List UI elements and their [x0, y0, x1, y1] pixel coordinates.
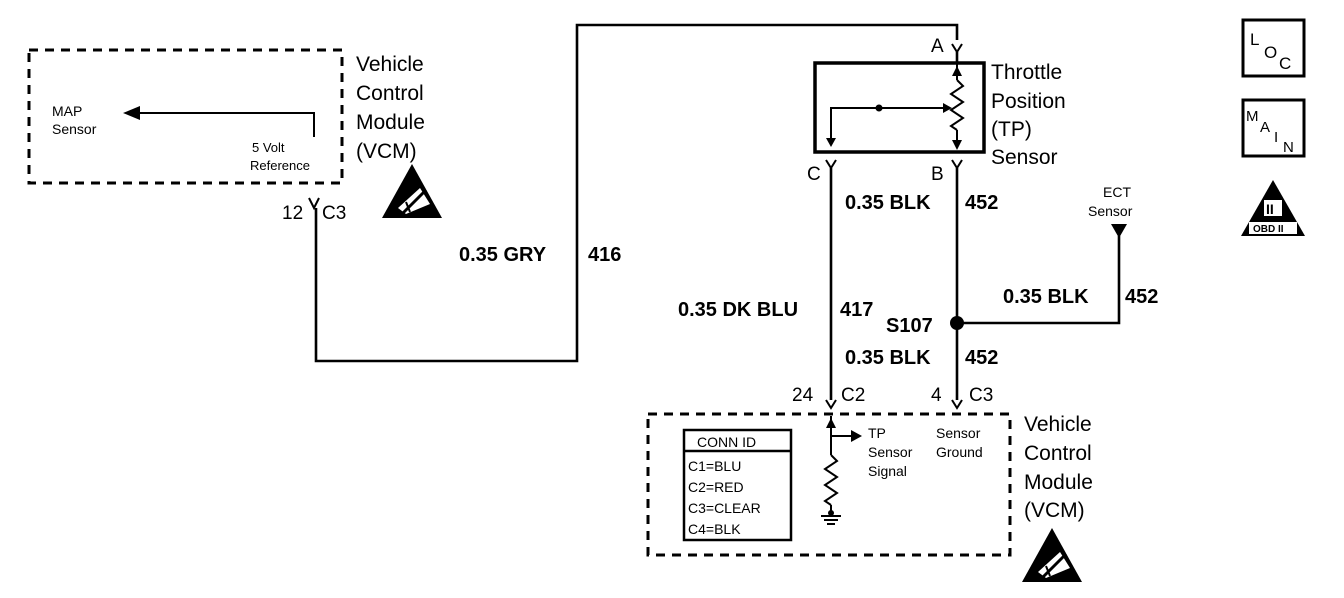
tp-terminal-c: C: [807, 164, 821, 185]
vcm-top-pin: 12: [282, 203, 303, 224]
vcm-bottom-pin-c2: 24: [792, 385, 814, 406]
connector-c3-bottom-icon: [951, 399, 963, 410]
tp-resistor-icon: [949, 79, 965, 131]
tp-resistor-bottom-arrow-icon: [952, 140, 962, 150]
ect-sensor-icon: [1111, 224, 1127, 238]
ect-label-1: ECT: [1103, 184, 1131, 200]
five-volt-path: [138, 112, 315, 137]
terminal-c-connector-icon: [825, 159, 837, 170]
wire-blk-top-circuit: 452: [965, 192, 998, 214]
loc-icon: L O C: [1241, 18, 1306, 78]
main-icon-m: M: [1246, 108, 1259, 125]
vcm-bottom-label-1: Vehicle: [1024, 413, 1092, 436]
sensor-ground-label-2: Ground: [936, 444, 983, 460]
main-icon: M A I N: [1241, 98, 1306, 158]
wire-blk-452-ect: [957, 236, 1121, 325]
main-icon-n: N: [1283, 139, 1294, 156]
terminal-a-connector-icon: [951, 43, 963, 54]
map-sensor-label-1: MAP: [52, 103, 82, 119]
vcm-top-connector: C3: [322, 203, 346, 224]
wire-gry-416: [314, 23, 959, 363]
wire-dkblu-label: 0.35 DK BLU: [678, 299, 798, 321]
wire-gry-label: 0.35 GRY: [459, 244, 547, 266]
esd-sensitive-icon-bottom: [1022, 528, 1082, 582]
tp-c-arrow-icon: [826, 138, 836, 147]
tp-signal-label-1: TP: [868, 425, 886, 441]
wire-blk-ect-circuit: 452: [1125, 286, 1158, 308]
tp-sensor-box: [813, 61, 986, 154]
conn-id-row-4: C4=BLK: [688, 521, 741, 537]
tp-label-4: Sensor: [991, 146, 1058, 169]
tp-resistor-top-arrow-icon: [952, 66, 962, 76]
conn-id-box: [682, 428, 793, 542]
obd-icon-numeral: II: [1266, 201, 1274, 217]
five-volt-label-1: 5 Volt: [252, 140, 285, 155]
vcm-top-label-3: Module: [356, 111, 425, 134]
ect-label-2: Sensor: [1088, 203, 1133, 219]
wire-gry-circuit: 416: [588, 244, 621, 266]
main-icon-a: A: [1260, 119, 1270, 136]
vcm-top-label-4: (VCM): [356, 140, 417, 163]
tp-terminal-b: B: [931, 164, 944, 185]
conn-id-table: CONN ID C1=BLU C2=RED C3=CLEAR C4=BLK: [682, 428, 793, 542]
tp-label-3: (TP): [991, 118, 1032, 141]
vcm-bottom-label-2: Control: [1024, 442, 1092, 465]
vcm-bottom-label-3: Module: [1024, 471, 1093, 494]
main-icon-i: I: [1274, 129, 1278, 146]
vcm-top-label-2: Control: [356, 82, 424, 105]
obd-ii-icon: II OBD II: [1241, 180, 1305, 236]
obd-icon-label: OBD II: [1253, 224, 1284, 235]
tp-wiper-dot: [875, 104, 883, 112]
vcm-bottom-label-4: (VCM): [1024, 499, 1085, 522]
vcm-bottom-pin-c3: 4: [931, 385, 942, 406]
wire-blk-bottom-circuit: 452: [965, 347, 998, 369]
vcm-bottom-module: 24 C2 4 C3 Vehicle Control Module (VCM) …: [646, 385, 1093, 557]
tp-wiper-path: [830, 107, 948, 142]
tp-label-2: Position: [991, 90, 1066, 113]
conn-id-row-1: C1=BLU: [688, 458, 741, 474]
five-volt-label-2: Reference: [250, 158, 310, 173]
ground-node: [828, 510, 834, 516]
pulldown-resistor-icon: [823, 454, 839, 506]
map-arrow-icon: [123, 106, 140, 120]
loc-icon-o: O: [1264, 43, 1277, 62]
loc-icon-l: L: [1250, 30, 1259, 49]
vcm-bottom-conn-c2: C2: [841, 385, 865, 406]
vcm-top-label-1: Vehicle: [356, 53, 424, 76]
map-sensor-label-2: Sensor: [52, 121, 97, 137]
vcm-top-module: Vehicle Control Module (VCM) MAP Sensor …: [27, 48, 425, 224]
tp-label-1: Throttle: [991, 61, 1062, 84]
vcm-bottom-conn-c3: C3: [969, 385, 993, 406]
wire-blk-top-label: 0.35 BLK: [845, 192, 931, 214]
wire-dkblu-circuit: 417: [840, 299, 873, 321]
conn-id-row-3: C3=CLEAR: [688, 500, 761, 516]
tp-signal-label-2: Sensor: [868, 444, 913, 460]
tp-wiper-arrow-icon: [943, 103, 952, 113]
tp-signal-up-arrow-icon: [826, 418, 836, 428]
terminal-b-connector-icon: [951, 159, 963, 170]
conn-id-title: CONN ID: [697, 434, 756, 450]
tp-terminal-a: A: [931, 36, 944, 57]
connector-c3-top-icon: [308, 197, 320, 211]
esd-sensitive-icon-top: [382, 164, 442, 218]
tp-signal-arrow-icon: [851, 430, 862, 442]
loc-icon-c: C: [1279, 54, 1291, 73]
sensor-ground-label-1: Sensor: [936, 425, 981, 441]
conn-id-row-2: C2=RED: [688, 479, 744, 495]
vcm-bottom-box: [646, 412, 1012, 557]
connector-c2-icon: [825, 399, 837, 410]
tp-sensor: A Throttle Position (TP) Sensor C B: [807, 36, 1066, 185]
wire-blk-ect-label: 0.35 BLK: [1003, 286, 1089, 308]
tp-signal-label-3: Signal: [868, 463, 907, 479]
wire-blk-bottom-label: 0.35 BLK: [845, 347, 931, 369]
splice-label: S107: [886, 315, 933, 337]
ground-icon: [821, 515, 841, 525]
